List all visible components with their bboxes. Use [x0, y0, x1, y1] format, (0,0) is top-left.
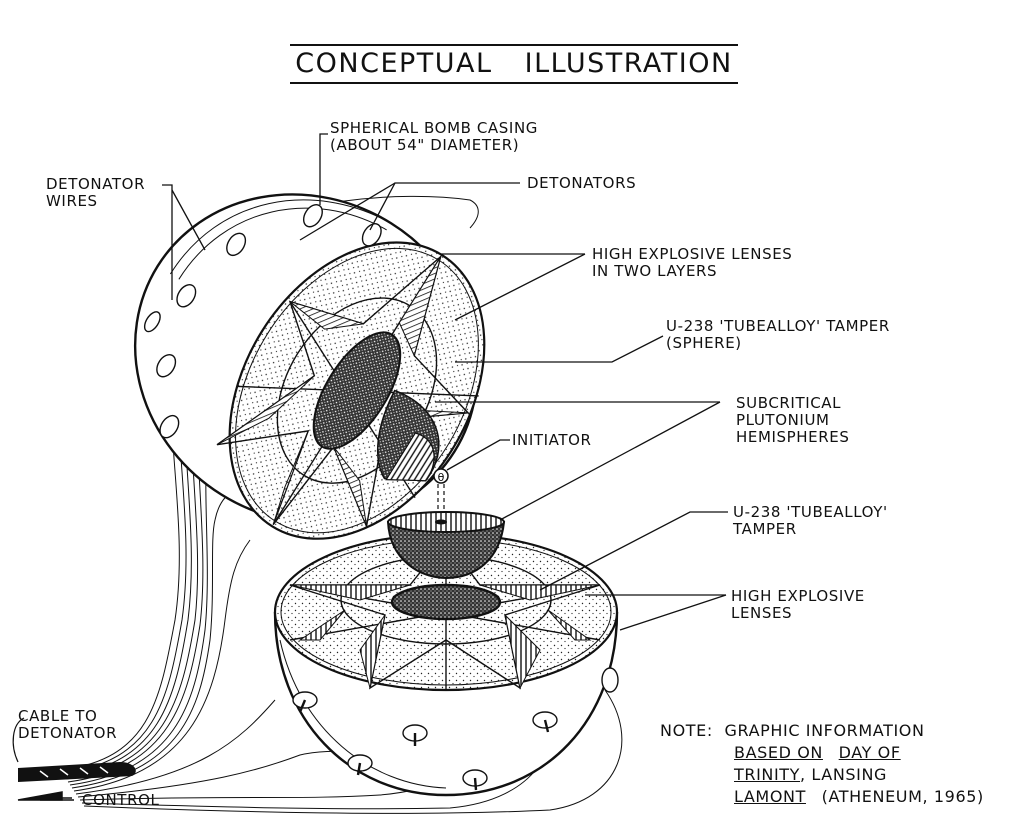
label-plutonium-line1: SUBCRITICAL: [736, 394, 842, 412]
label-tamper-sphere-line2: (SPHERE): [666, 334, 742, 352]
label-cable-line1: CABLE TO: [18, 707, 98, 725]
label-initiator: INITIATOR: [512, 431, 592, 449]
upper-plutonium-hemisphere: [312, 331, 402, 450]
note-block: NOTE: GRAPHIC INFORMATION BASED ON DAY O…: [660, 720, 984, 808]
label-bomb-casing: SPHERICAL BOMB CASING (ABOUT 54" DIAMETE…: [330, 120, 538, 154]
label-control: CONTROL: [82, 791, 160, 809]
label-bomb-casing-line2: (ABOUT 54" DIAMETER): [330, 136, 520, 154]
note-author: LAMONT: [734, 787, 806, 806]
label-he-lenses-line1: HIGH EXPLOSIVE: [731, 587, 865, 605]
label-bomb-casing-line1: SPHERICAL BOMB CASING: [330, 119, 538, 137]
note-line3-b: , LANSING: [800, 765, 888, 784]
control-arrow: [17, 791, 72, 801]
note-publisher: (ATHENEUM, 1965): [821, 787, 984, 806]
label-he-lenses-two-layers: HIGH EXPLOSIVE LENSES IN TWO LAYERS: [592, 246, 792, 280]
lower-plutonium-hemisphere: [390, 583, 502, 621]
label-he-lenses: HIGH EXPLOSIVE LENSES: [731, 588, 865, 622]
initiator: [433, 468, 449, 514]
page-title: CONCEPTUAL ILLUSTRATION: [290, 44, 738, 84]
label-he-two-layers-line2: IN TWO LAYERS: [592, 262, 718, 280]
label-he-two-layers-line1: HIGH EXPLOSIVE LENSES: [592, 245, 793, 263]
label-tamper-line2: TAMPER: [733, 520, 797, 538]
label-tamper-line1: U-238 'TUBEALLOY': [733, 503, 888, 521]
label-tamper-sphere-line1: U-238 'TUBEALLOY' TAMPER: [666, 317, 890, 335]
initiator-glyph: θ: [438, 471, 445, 484]
upper-hemisphere: [133, 193, 486, 540]
cable: [18, 762, 136, 782]
leader-lines: [162, 133, 728, 631]
detonator-wires: [59, 195, 623, 814]
label-tamper-sphere: U-238 'TUBEALLOY' TAMPER (SPHERE): [666, 318, 890, 352]
note-line1: GRAPHIC INFORMATION: [724, 721, 925, 740]
label-plutonium-line3: HEMISPHERES: [736, 428, 850, 446]
note-line2-a: BASED ON: [734, 743, 823, 762]
label-he-lenses-line2: LENSES: [731, 604, 793, 622]
note-book-title-b: TRINITY: [734, 765, 801, 784]
label-tamper: U-238 'TUBEALLOY' TAMPER: [733, 504, 888, 538]
label-cable-line2: DETONATOR: [18, 724, 118, 742]
label-detonator-wires: DETONATOR WIRES: [46, 176, 145, 210]
plutonium-bowl: [386, 511, 506, 580]
label-plutonium-line2: PLUTONIUM: [736, 411, 830, 429]
lower-hemisphere: [273, 532, 619, 797]
label-detonator-wires-line1: DETONATOR: [46, 175, 146, 193]
label-detonator-wires-line2: WIRES: [46, 192, 98, 210]
label-plutonium-hemispheres: SUBCRITICAL PLUTONIUM HEMISPHERES: [736, 395, 849, 446]
note-key: NOTE:: [660, 721, 713, 740]
label-detonators: DETONATORS: [527, 174, 637, 192]
upper-detonators: [143, 203, 382, 439]
label-cable-to-detonator: CABLE TO DETONATOR: [18, 708, 117, 742]
note-book-title-a: DAY OF: [838, 743, 901, 762]
